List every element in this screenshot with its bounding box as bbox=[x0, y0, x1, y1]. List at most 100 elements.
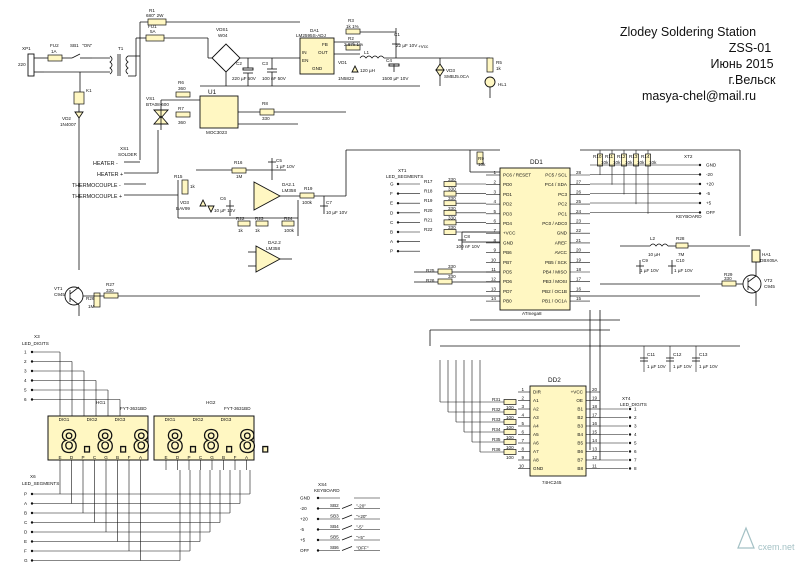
r28-label: R28 bbox=[676, 236, 685, 241]
c2-value: 220 µF 50V bbox=[232, 76, 257, 81]
dd2-pin-number: 1 bbox=[521, 387, 524, 392]
x3-pin-label: 3 bbox=[24, 369, 27, 374]
key-switch-name: "+20" bbox=[356, 514, 367, 519]
da2-1-label: DA2.1 bbox=[282, 182, 295, 187]
display-hg1 bbox=[47, 415, 149, 461]
fuse-fu2 bbox=[47, 54, 63, 62]
dd2-part: 74HC245 bbox=[542, 480, 562, 485]
key-rows: GND-20SB2"-20"+20SB3"+20"-5SB4"-5"+5SB5"… bbox=[300, 496, 380, 553]
switch-sb1 bbox=[71, 53, 81, 59]
x3-pin-label: 1 bbox=[24, 350, 27, 355]
dd2-pin-name: B5 bbox=[577, 441, 583, 446]
xt1-pin-label: A bbox=[390, 239, 394, 244]
dd2-pin-name: B7 bbox=[577, 458, 583, 463]
da1-label: DA1 bbox=[310, 28, 319, 33]
dd2-pin-name: B3 bbox=[577, 424, 583, 429]
kb-pin bbox=[698, 211, 702, 214]
dd2-pin-number: 19 bbox=[592, 396, 598, 401]
key-pin-label: -5 bbox=[300, 527, 305, 532]
segment-resistor bbox=[443, 229, 457, 235]
resistor-r15 bbox=[181, 179, 189, 195]
vds1-label: VDS1 bbox=[216, 27, 228, 32]
buffer-resistor-value: 100 bbox=[506, 435, 514, 440]
mains-section: XP1 220 FU2 1A SB1 "ON" T1 K1 VD2 1N4007 bbox=[18, 8, 420, 270]
segment-resistor-value: 330 bbox=[448, 177, 456, 182]
xt4-pin-label: 2 bbox=[634, 415, 637, 420]
dd2-pin-name: +VCC bbox=[571, 390, 584, 395]
t1-label: T1 bbox=[118, 46, 124, 51]
key-pin-label: +5 bbox=[300, 538, 306, 543]
mcu-pin-number: 23 bbox=[576, 219, 582, 224]
mcu-pin-name: PB2 / OC1B bbox=[542, 289, 567, 294]
segment-label: F bbox=[128, 455, 131, 460]
x3-pin-label: 4 bbox=[24, 378, 27, 383]
segment-label: A bbox=[139, 455, 143, 460]
mcu-pin-name: AREF bbox=[555, 240, 567, 245]
title-block: Zlodey Soldering Station ZSS-01 Июнь 201… bbox=[620, 25, 776, 103]
vcc-label: +Vcc bbox=[418, 44, 429, 49]
dd2-pin-number: 2 bbox=[521, 396, 524, 401]
c1-label: C1 bbox=[394, 32, 400, 37]
r29-label: R29 bbox=[724, 272, 733, 277]
r1-value: 680" 2W bbox=[146, 13, 164, 18]
x6-pin-label: C bbox=[24, 520, 28, 525]
mcu-pin-number: 13 bbox=[491, 286, 497, 291]
fu1-label: FU1 bbox=[148, 24, 157, 29]
solder-pin-4: THERMOCOUPLE + bbox=[72, 194, 122, 200]
r6-label: R6 bbox=[178, 80, 184, 85]
key-switch bbox=[341, 535, 353, 541]
resistor-r27 bbox=[103, 292, 119, 299]
buffer-resistor-value: 100 bbox=[506, 455, 514, 460]
diode-vd1 bbox=[351, 64, 359, 73]
mcu-pin-name: PD2 bbox=[503, 202, 512, 207]
xt4-pin-label: 8 bbox=[634, 466, 637, 471]
display-hg2 bbox=[153, 415, 255, 461]
c2-label: C2 bbox=[236, 61, 242, 66]
kb-pullup-value: 10k bbox=[625, 160, 633, 165]
digit-label: DIG2 bbox=[87, 417, 98, 422]
segment-resistor-label: R22 bbox=[424, 227, 433, 232]
mcu-pin-name: PC2 bbox=[558, 202, 567, 207]
kb-pullup-label: R11 bbox=[605, 154, 614, 159]
dd2-pin-number: 18 bbox=[592, 404, 598, 409]
buffer-cap-value: 1 µF 10V bbox=[699, 364, 719, 369]
kb-pullup-label: R12 bbox=[617, 154, 626, 159]
hg2-part: FYT-3631BD bbox=[224, 406, 251, 411]
buzzer-ha1 bbox=[751, 249, 761, 263]
c5-value: 1 µF 10V bbox=[276, 164, 296, 169]
mcu-pin-name: PD6 bbox=[503, 279, 512, 284]
dd2-label: DD2 bbox=[548, 377, 561, 384]
xt4-pin bbox=[628, 458, 632, 462]
kb-pin-label: OFF bbox=[706, 210, 715, 215]
segment-resistor-value: 330 bbox=[448, 206, 456, 211]
da1-fb: FB bbox=[322, 42, 328, 47]
x6-label: X6 bbox=[30, 474, 36, 479]
mcu-pin-name: PC3 bbox=[558, 192, 567, 197]
key-switch bbox=[341, 514, 353, 520]
dd1-label: DD1 bbox=[530, 159, 543, 166]
mcu-pin-name: PB5 / SCK bbox=[545, 260, 568, 265]
r19-value: 100k bbox=[302, 200, 313, 205]
mcu-pin-number: 27 bbox=[576, 180, 582, 185]
r16-label: R16 bbox=[234, 160, 243, 165]
buffer-resistor-label: R34 bbox=[492, 427, 501, 432]
da2-2-label: DA2.2 bbox=[268, 240, 281, 245]
resistor-r6 bbox=[175, 91, 191, 98]
watermark-text: cxem.net bbox=[758, 542, 795, 552]
r25-value: 330 bbox=[448, 264, 456, 269]
vs1-label: VS1 bbox=[146, 96, 155, 101]
r28-value: 7M bbox=[678, 252, 685, 257]
buffer-resistor-label: R31 bbox=[492, 397, 501, 402]
mcu-pin-name: PB6 bbox=[503, 250, 512, 255]
solder-pin-3: THERMOCOUPLE - bbox=[72, 183, 121, 189]
mcu-pin-number: 14 bbox=[491, 296, 497, 301]
dd2-pin-name: A3 bbox=[533, 415, 539, 420]
kb-pullup-label: R14 bbox=[641, 154, 650, 159]
dd2-pin-name: A6 bbox=[533, 441, 539, 446]
segment-resistor-value: 330 bbox=[448, 187, 456, 192]
resistor-r9 bbox=[476, 151, 484, 165]
